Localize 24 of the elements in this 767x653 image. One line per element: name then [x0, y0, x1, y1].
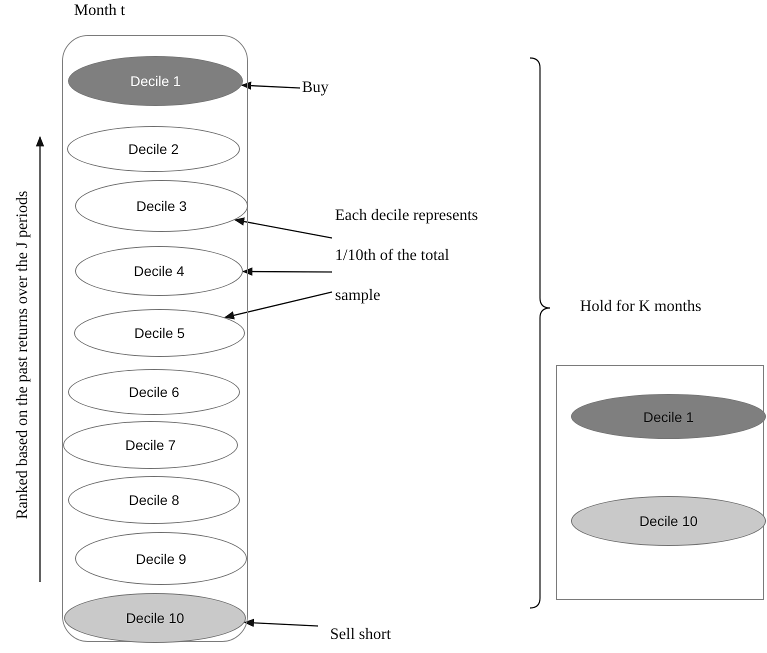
decile-ellipse: Decile 2: [67, 126, 240, 172]
note-text: Hold for K months: [580, 298, 702, 316]
arrow: [240, 82, 300, 90]
decile-ellipse: Decile 3: [75, 180, 248, 232]
annotation-text: Sell short: [330, 615, 430, 645]
arrow: [234, 217, 332, 239]
panel-heading: Month t: [74, 2, 126, 20]
decile-ellipse: Decile 7: [63, 421, 238, 469]
frame-box: [556, 365, 764, 600]
decile-ellipse: Decile 4: [75, 246, 243, 296]
decile-ellipse: Decile 6: [68, 369, 240, 415]
decile-ellipse: Decile 5: [74, 309, 245, 357]
decile-ellipse: Decile 1: [571, 394, 766, 439]
decile-ellipse: Decile 10: [64, 593, 246, 643]
arrow: [242, 267, 332, 276]
decile-ellipse: Decile 10: [571, 496, 766, 546]
arrow: [244, 618, 318, 628]
decile-ellipse: Decile 9: [75, 532, 247, 585]
decile-ellipse: Decile 8: [68, 476, 240, 524]
axis-caption: Ranked based on the past returns over the J periods: [14, 190, 32, 520]
annotation-text: Each decile represents 1/10th of the total sample: [335, 196, 495, 316]
arrow: [224, 291, 332, 320]
annotation-text: Buy: [302, 68, 352, 98]
decile-ellipse: Decile 1: [68, 56, 243, 106]
